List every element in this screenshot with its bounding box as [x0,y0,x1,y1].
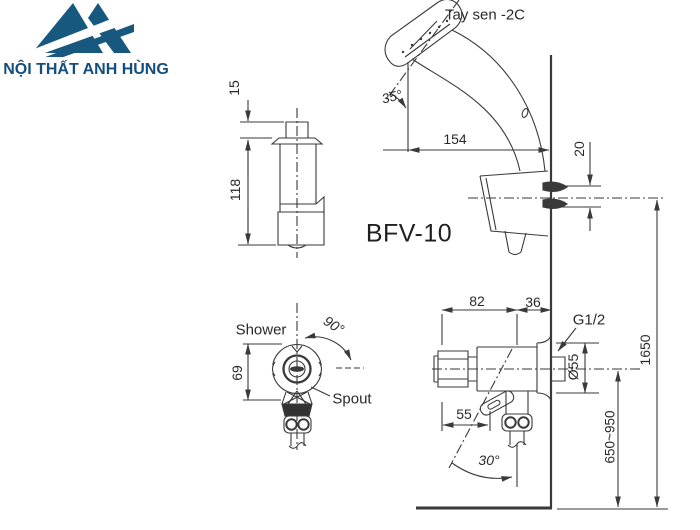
dim-head-reach-label: 154 [443,131,467,147]
dim-flange-diameter-label: Ø55 [565,353,581,381]
logo-anh-hung-mark [24,3,134,57]
logo-text: NỘI THẤT ANH HÙNG [3,61,169,78]
spout-position-label: Spout [332,390,372,408]
shower-position-label: Shower [235,321,287,339]
thread-size-label: G1/2 [572,311,606,329]
model-label: BFV-10 [365,219,453,248]
dim-height-range-label: 650~950 [602,410,618,464]
dim-lever-angle-label: 30° [478,452,500,468]
dim-hook-height-label: 1650 [637,334,653,366]
handheld-shower-label: Tay sen -2C [444,6,526,24]
dim-valve-height-label: 118 [227,178,243,202]
dim-wall-inset-label: 36 [525,294,541,310]
dim-hook-pin-gap-label: 20 [571,141,587,157]
dim-cap-height-label: 15 [226,80,242,96]
dim-body-length-label: 82 [469,293,485,309]
dim-lever-offset-label: 55 [456,406,472,422]
dim-handle-height-label: 69 [229,365,245,381]
